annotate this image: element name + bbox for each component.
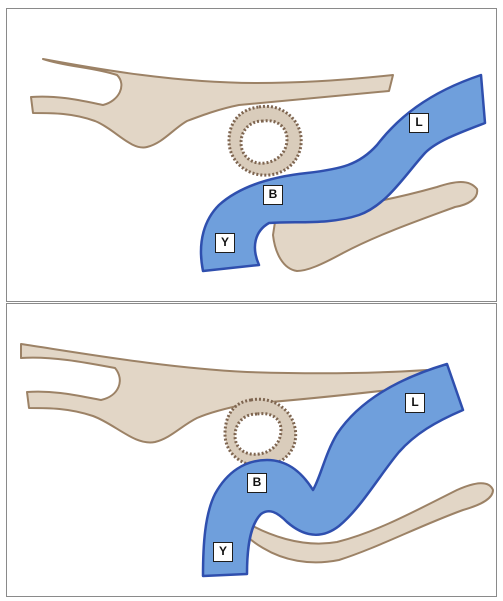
ring-ossicle	[225, 399, 296, 466]
ring-ossicle	[229, 106, 301, 175]
bottom-panel: L B Y	[6, 303, 497, 597]
upper-bone	[31, 59, 393, 147]
label-y-bottom: Y	[213, 542, 233, 562]
label-y-top: Y	[215, 233, 235, 253]
top-illustration	[7, 9, 497, 302]
label-b-bottom: B	[247, 473, 267, 493]
label-l-top: L	[409, 113, 429, 133]
bottom-illustration	[7, 304, 497, 597]
label-b-top: B	[263, 185, 283, 205]
label-l-bottom: L	[405, 393, 425, 413]
top-panel: L B Y	[6, 8, 497, 302]
